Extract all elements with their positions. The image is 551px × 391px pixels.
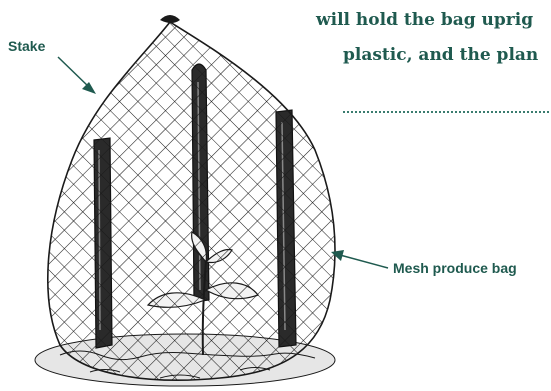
stake-arrow <box>58 57 96 94</box>
mesh-bag-arrow <box>331 250 388 268</box>
